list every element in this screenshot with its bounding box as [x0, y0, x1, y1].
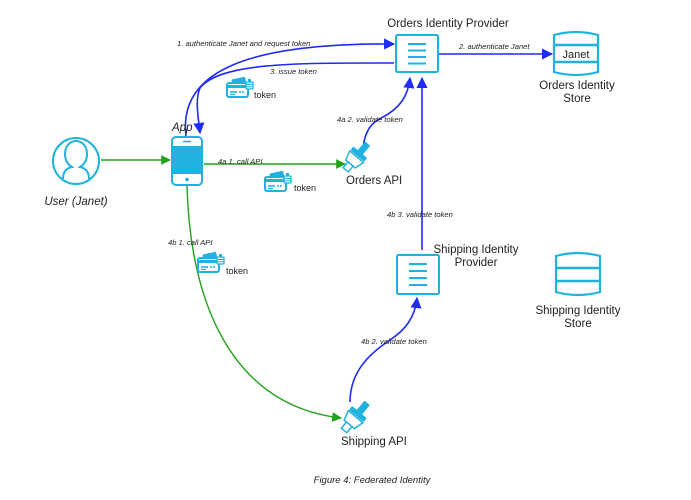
- shipping-store-label-1: Shipping Identity: [535, 305, 620, 317]
- edge-4a-validate-token: [362, 76, 415, 149]
- shipping-idp-label-1: Shipping Identity: [433, 244, 518, 256]
- edge-labels: 1. authenticate Janet and request token …: [168, 39, 530, 346]
- user-avatar-icon: [52, 137, 100, 185]
- token-card-icon: [226, 76, 254, 98]
- node-shipping-api[interactable]: Shipping API: [336, 397, 407, 448]
- edge-issue-token: [193, 62, 395, 135]
- plug-icon: [338, 138, 376, 176]
- edge-label-4b1: 4b 1. call API: [168, 238, 213, 247]
- token-card-icon: [197, 251, 225, 273]
- plug-icon: [336, 397, 376, 437]
- node-orders-identity-store[interactable]: Janet Orders Identity Store: [539, 30, 615, 105]
- orders-store-label-1: Orders Identity: [539, 80, 615, 92]
- edge-4b-call-api: [186, 185, 342, 422]
- app-label: App: [171, 122, 193, 134]
- edge-label-4a1: 4a 1. call API: [218, 157, 263, 166]
- node-app[interactable]: App: [171, 122, 203, 186]
- node-shipping-identity-provider[interactable]: Shipping Identity Provider: [396, 244, 519, 295]
- edges: [101, 38, 554, 422]
- orders-store-record: Janet: [563, 49, 590, 61]
- token-3: token: [197, 251, 248, 276]
- edge-label-4b3: 4b 3. validate token: [387, 210, 453, 219]
- orders-store-label-2: Store: [563, 93, 591, 105]
- orders-idp-label: Orders Identity Provider: [387, 18, 509, 30]
- edge-4b2-validate-token: [349, 296, 422, 403]
- shipping-api-label: Shipping API: [341, 436, 407, 448]
- smartphone-icon: [171, 136, 203, 186]
- figure-caption: Figure 4: Federated Identity: [314, 475, 432, 486]
- node-orders-api[interactable]: Orders API: [338, 138, 403, 187]
- token-2-label: token: [294, 183, 316, 193]
- edge-label-1: 1. authenticate Janet and request token: [177, 39, 310, 48]
- shipping-store-label-2: Store: [564, 318, 592, 330]
- edge-label-4b2: 4b 2. validate token: [361, 337, 427, 346]
- node-orders-identity-provider[interactable]: Orders Identity Provider: [387, 18, 509, 73]
- token-2: token: [264, 170, 316, 193]
- edge-label-4a2: 4a 2. validate token: [337, 115, 403, 124]
- node-shipping-identity-store[interactable]: Shipping Identity Store: [535, 251, 621, 330]
- node-user[interactable]: User (Janet): [44, 137, 108, 208]
- server-list-icon: [395, 34, 439, 73]
- database-icon: [554, 251, 602, 297]
- user-label: User (Janet): [44, 196, 107, 208]
- database-icon: [552, 30, 600, 77]
- server-list-icon: [396, 254, 440, 295]
- token-1: token: [226, 76, 276, 100]
- token-card-icon: [264, 170, 292, 192]
- edge-label-3: 3. issue token: [270, 67, 317, 76]
- edge-authenticate-request-token: [184, 38, 396, 137]
- edge-label-2: 2. authenticate Janet: [458, 42, 530, 51]
- token-1-label: token: [254, 90, 276, 100]
- shipping-idp-label-2: Provider: [455, 257, 498, 269]
- orders-api-label: Orders API: [346, 175, 402, 187]
- token-3-label: token: [226, 266, 248, 276]
